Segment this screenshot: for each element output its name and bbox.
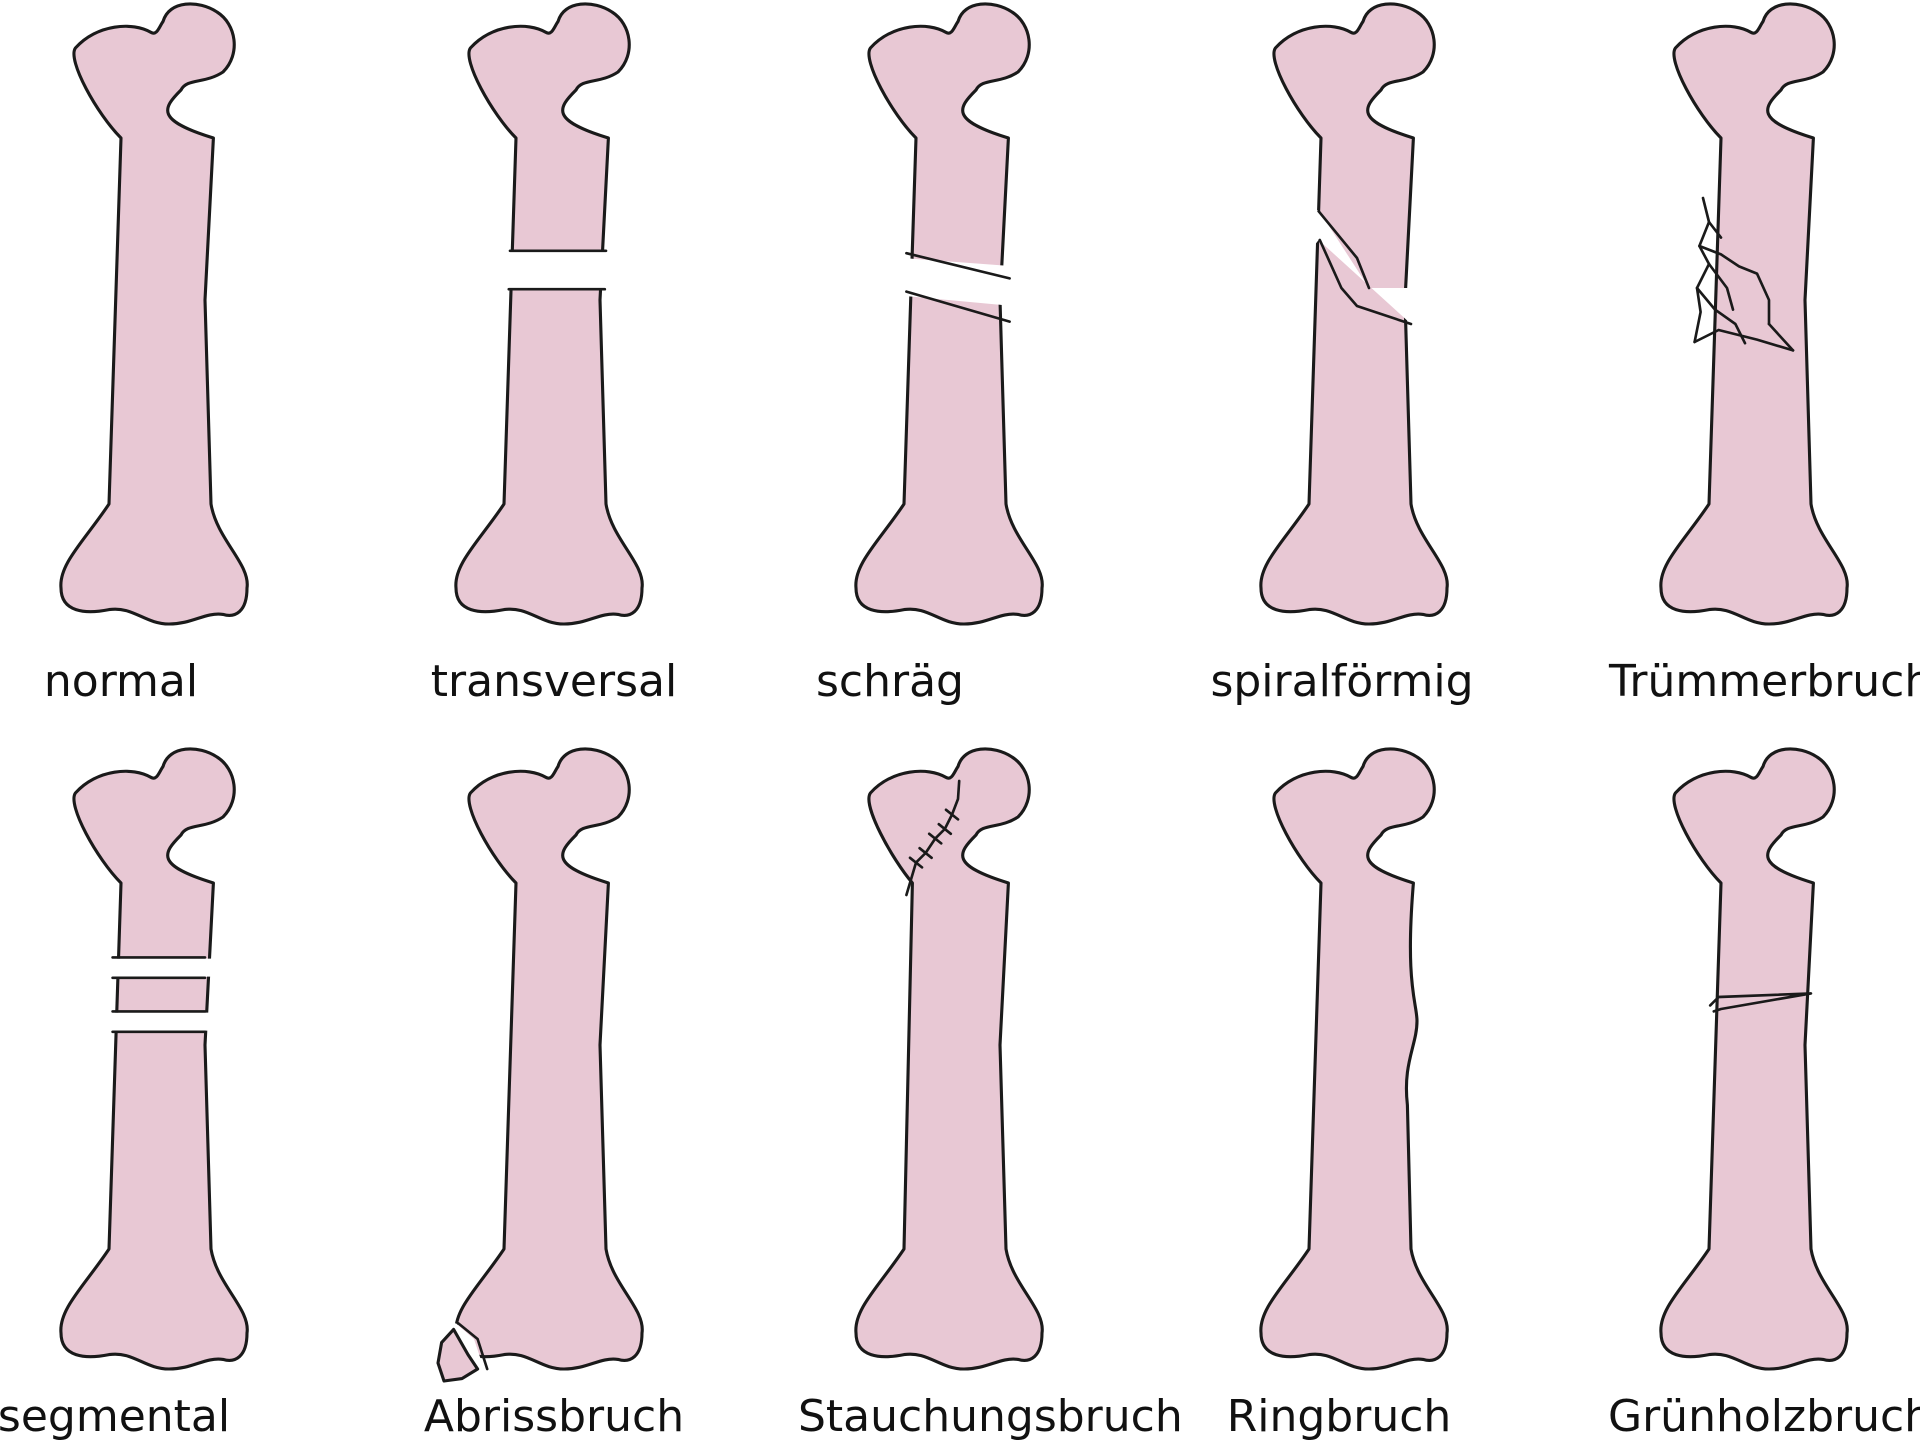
label-truemmerbruch: Trümmerbruch	[1609, 656, 1920, 707]
label-normal: normal	[43, 656, 199, 707]
label-gruenholzbruch: Grünholzbruch	[1608, 1391, 1920, 1442]
bone-abrissbruch	[436, 747, 644, 1383]
label-ringbruch: Ringbruch	[1226, 1391, 1452, 1442]
label-schraeg: schräg	[816, 656, 964, 707]
bone-schraeg	[854, 2, 1044, 626]
bone-ringbruch	[1259, 747, 1449, 1371]
label-transversal: transversal	[430, 656, 678, 707]
bone-transversal	[454, 2, 644, 626]
bone-truemmerbruch	[1659, 2, 1849, 626]
femur-normal	[59, 2, 249, 626]
label-abrissbruch: Abrissbruch	[423, 1391, 685, 1442]
label-spiralfoermig: spiralförmig	[1210, 656, 1474, 707]
label-segmental: segmental	[0, 1391, 231, 1442]
bone-spiralfoermig	[1259, 2, 1449, 626]
bone-gruenholzbruch	[1659, 747, 1849, 1371]
avulsed-fragment	[436, 1327, 480, 1383]
label-stauchungsbruch: Stauchungsbruch	[798, 1391, 1183, 1442]
bone-segmental	[59, 747, 249, 1371]
bone-normal	[59, 2, 249, 626]
bone-stauchungsbruch	[854, 747, 1044, 1371]
